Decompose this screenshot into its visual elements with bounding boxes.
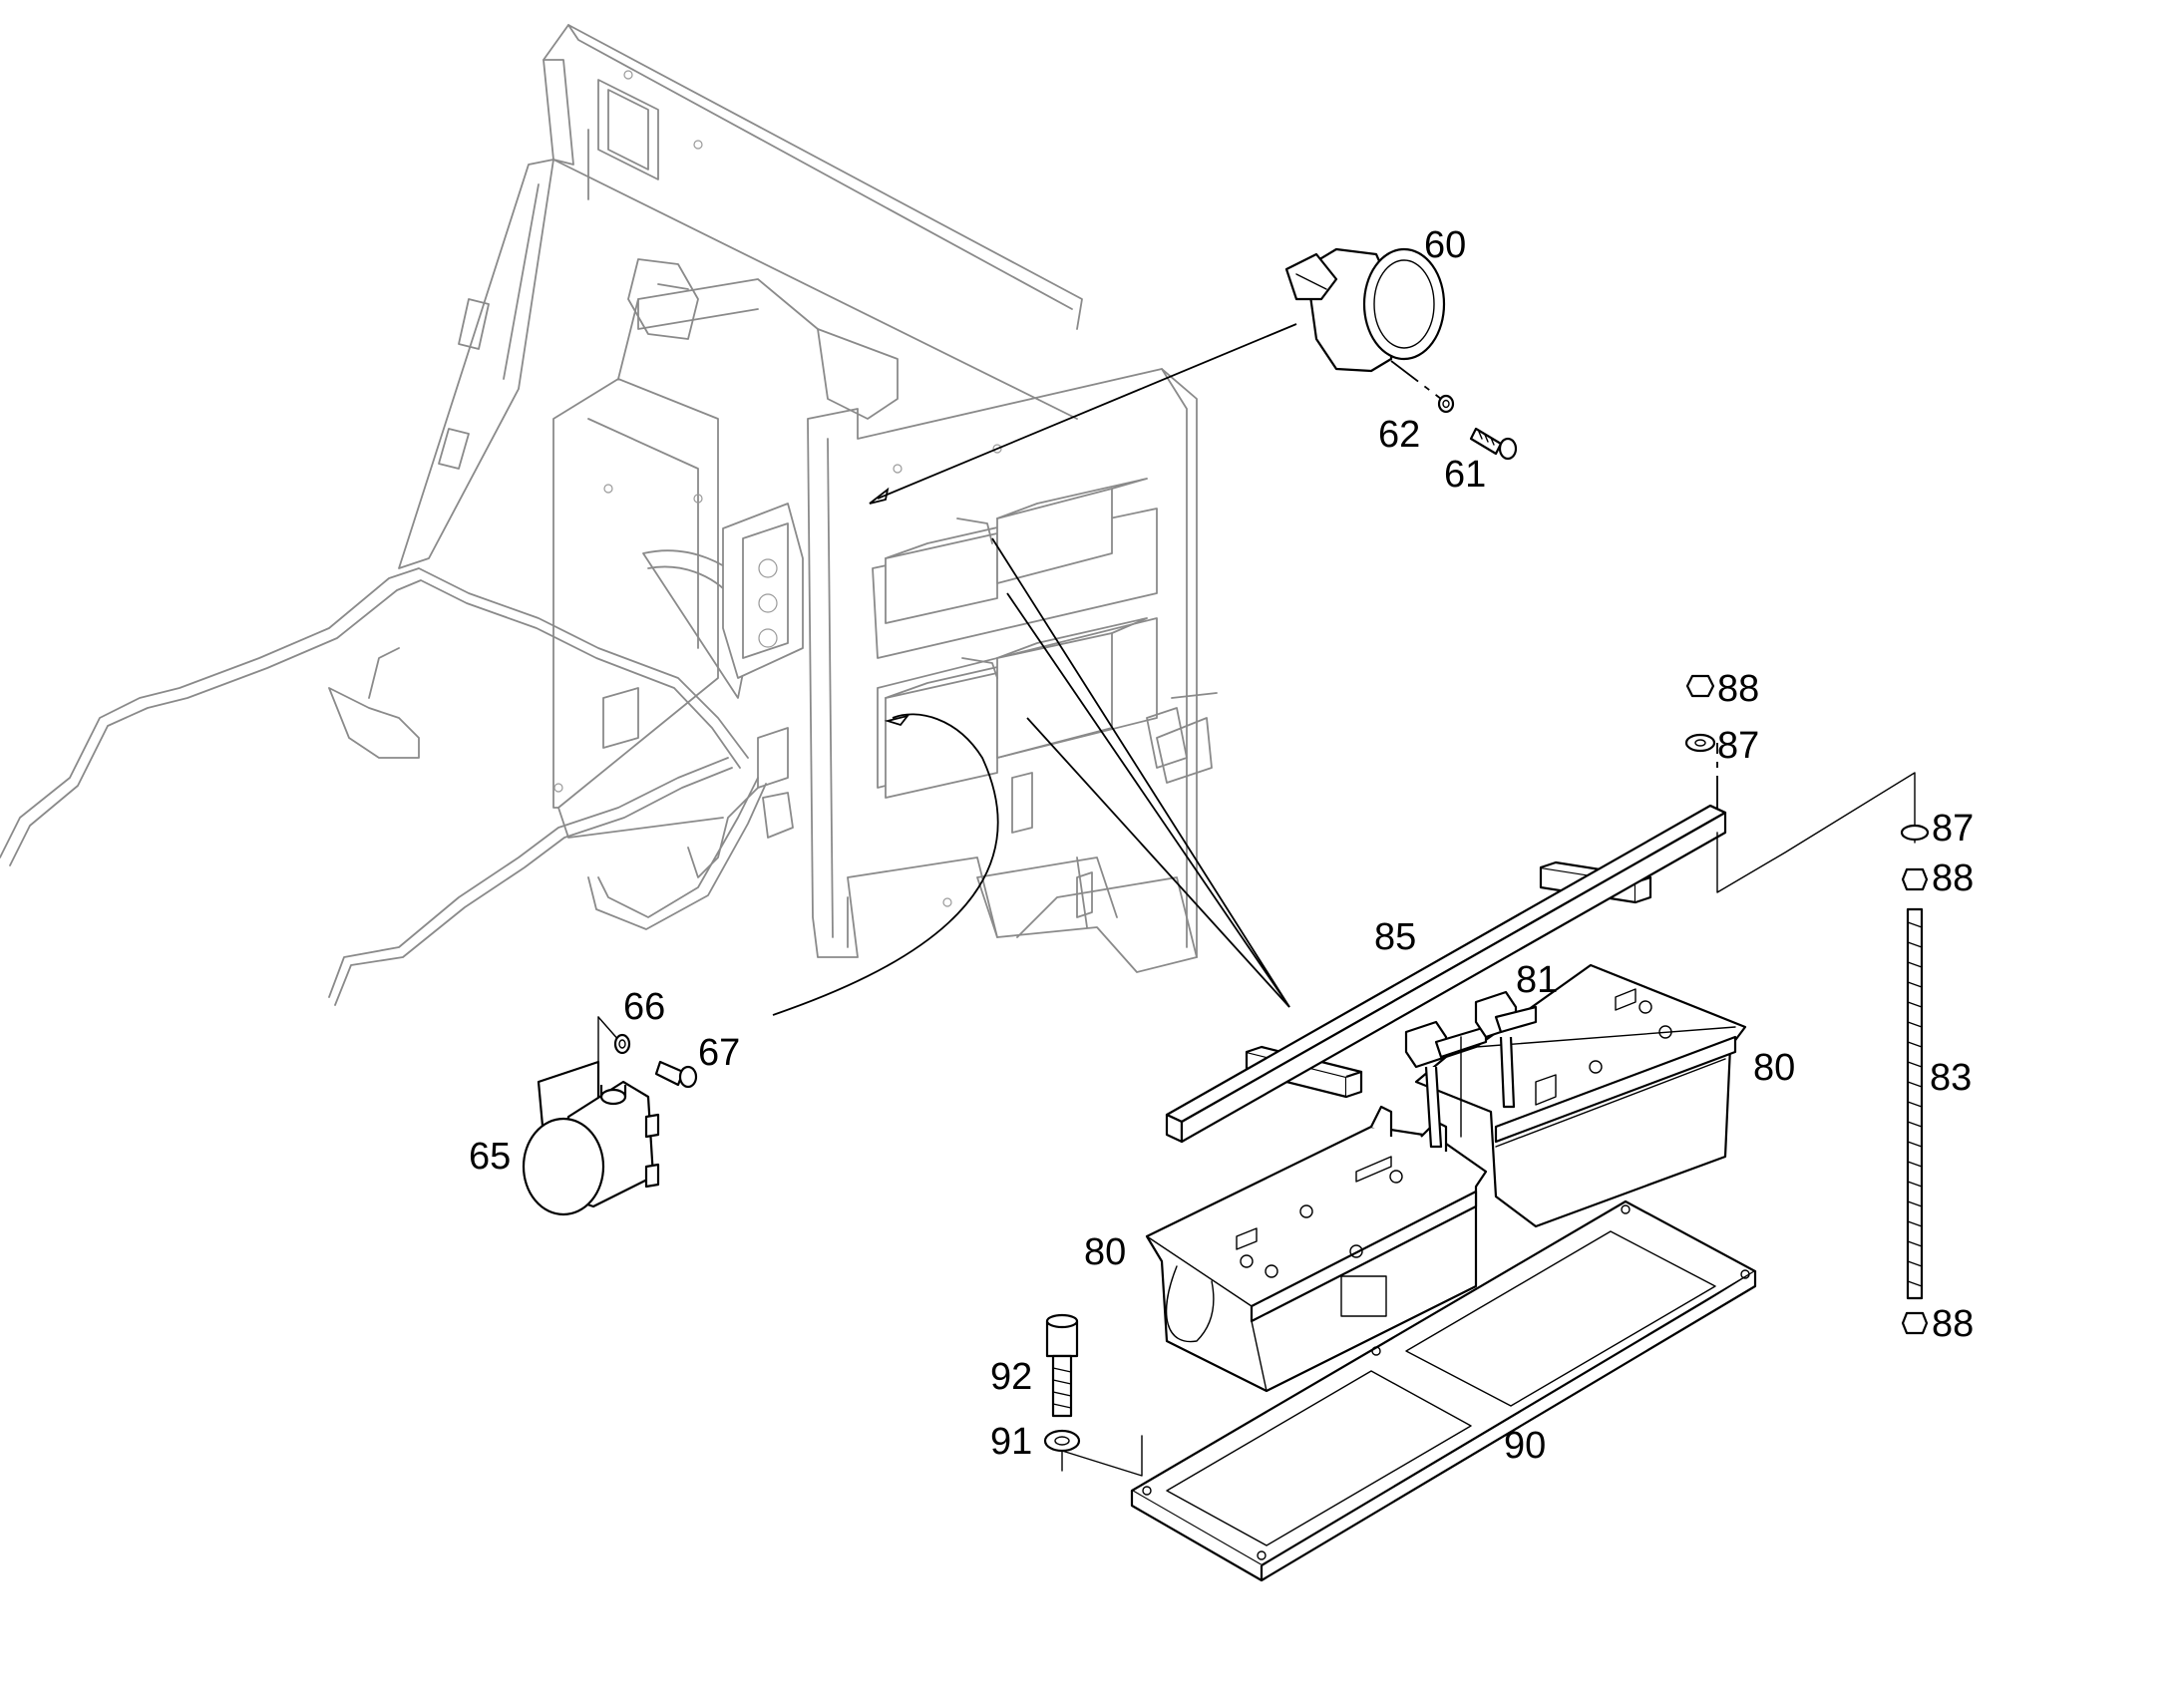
washer-87-top [1684, 733, 1716, 753]
callout-88-rod-bottom: 88 [1932, 1303, 1974, 1345]
nut-88-top [1685, 674, 1715, 698]
washer-62 [1437, 394, 1455, 414]
relay-65 [522, 1016, 660, 1216]
callout-67: 67 [698, 1032, 740, 1074]
callout-88-top: 88 [1717, 668, 1759, 710]
callout-90: 90 [1504, 1425, 1546, 1467]
cap-screw-92 [1045, 1313, 1079, 1418]
threaded-rod-83 [1900, 824, 1930, 1335]
callout-88-rod-top: 88 [1932, 857, 1974, 899]
callout-labels: 60 62 61 66 67 65 85 81 80 80 88 87 87 8… [469, 224, 1974, 1467]
base-plate-90 [1061, 1199, 1757, 1582]
callout-87-rod: 87 [1932, 808, 1974, 850]
callout-87-top: 87 [1717, 725, 1759, 767]
cable-connector-81 [1404, 990, 1538, 1149]
battery-80-rear [1414, 963, 1747, 1228]
screw-67 [654, 1060, 698, 1089]
washer-66 [613, 1033, 631, 1055]
callout-85: 85 [1374, 916, 1416, 958]
callout-92: 92 [990, 1356, 1032, 1398]
callout-83: 83 [1930, 1057, 1972, 1099]
main-switch-60 [1284, 247, 1446, 400]
callout-91: 91 [990, 1421, 1032, 1463]
callout-60: 60 [1424, 224, 1466, 266]
machine-frame [0, 24, 1218, 1006]
leader-lines [772, 323, 1297, 1016]
callout-62: 62 [1378, 414, 1420, 456]
callout-66: 66 [623, 986, 665, 1028]
callout-65: 65 [469, 1136, 511, 1178]
callout-81: 81 [1516, 959, 1558, 1001]
screw-61 [1469, 427, 1518, 461]
callout-61: 61 [1444, 454, 1486, 496]
clamp-bar-85 [1165, 743, 1916, 1144]
callout-80-rear: 80 [1753, 1047, 1795, 1089]
callout-80-front: 80 [1084, 1231, 1126, 1273]
washer-91 [1043, 1429, 1081, 1453]
battery-80-front [1145, 1105, 1488, 1393]
